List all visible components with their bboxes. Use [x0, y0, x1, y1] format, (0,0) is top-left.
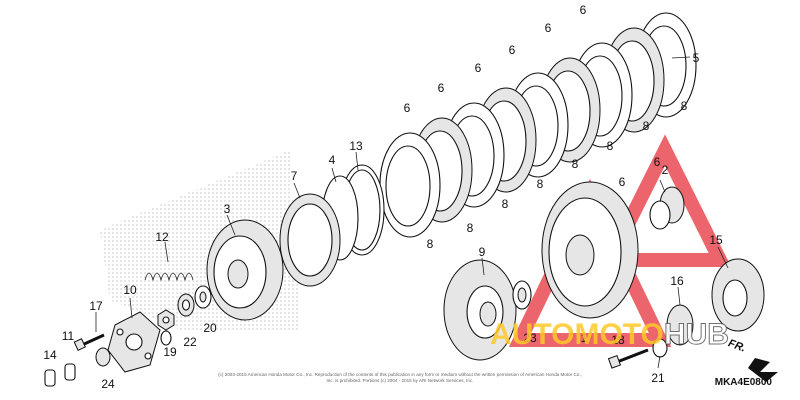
callout-8g: 8 [643, 119, 650, 133]
part-9-clutch-center [443, 259, 517, 361]
part-12-spring [144, 272, 194, 282]
callout-8b: 8 [467, 221, 474, 235]
part-23-washer-hole [517, 287, 527, 303]
clutch-disc-stack [379, 12, 697, 238]
part-19-washer [160, 330, 172, 346]
part-18-bolt [607, 348, 649, 369]
diagram-code: MKA4E0800 [714, 377, 772, 388]
callout-5: 5 [693, 51, 700, 65]
callout-13: 13 [349, 139, 363, 153]
callout-8h: 8 [681, 99, 688, 113]
callout-numbers: 1234566666666788888888910111213141516171… [43, 3, 723, 391]
callout-12: 12 [155, 230, 169, 244]
callout-11: 11 [62, 329, 75, 343]
callout-6h: 6 [654, 155, 661, 169]
callout-6e: 6 [545, 21, 552, 35]
part-11-pin [64, 363, 76, 381]
part-22-bearing-hole [181, 299, 191, 311]
callout-6f: 6 [580, 3, 587, 17]
callout-6a: 6 [404, 101, 411, 115]
part-2-collar [649, 186, 685, 230]
callout-8e: 8 [572, 157, 579, 171]
callout-6c: 6 [475, 61, 482, 75]
part-10-lifter-plate [107, 311, 161, 373]
callout-4: 4 [329, 153, 336, 167]
callout-16: 16 [670, 274, 684, 288]
callout-22: 22 [183, 335, 197, 349]
part-15-gear [711, 258, 765, 332]
clutch-plate-inner [385, 145, 431, 227]
front-arrow-icon [748, 358, 778, 382]
callout-8a: 8 [427, 237, 434, 251]
callout-6d: 6 [509, 43, 516, 57]
callout-6b: 6 [438, 81, 445, 95]
callout-3: 3 [224, 202, 231, 216]
callout-8c: 8 [502, 197, 509, 211]
callout-23: 23 [523, 331, 537, 345]
callout-18: 18 [611, 333, 625, 347]
callout-10: 10 [123, 283, 137, 297]
callout-21: 21 [651, 371, 665, 385]
callout-17: 17 [89, 299, 103, 313]
part-17-bolt [73, 333, 105, 351]
callout-15: 15 [709, 233, 723, 247]
part-18-nut-hole [162, 316, 170, 324]
callout-14: 14 [43, 348, 57, 362]
callout-24: 24 [101, 377, 115, 391]
callout-1: 1 [581, 331, 588, 345]
callout-6g: 6 [619, 175, 626, 189]
watermark-text: AUTOMOTOHUB [490, 318, 729, 352]
callout-19: 19 [163, 345, 177, 359]
callout-7: 7 [291, 169, 298, 183]
part-14-pin [44, 369, 56, 387]
part-7-plate [279, 193, 341, 287]
callout-8d: 8 [537, 177, 544, 191]
callout-2: 2 [662, 163, 669, 177]
copyright-notice: (c) 2003-2015 American Honda Motor Co., … [218, 372, 582, 383]
part-1-clutch-outer [541, 181, 639, 319]
part-3-pressure-plate [206, 219, 284, 321]
part-24-bush [95, 347, 111, 367]
callout-9: 9 [479, 245, 486, 259]
callout-8f: 8 [607, 139, 614, 153]
leader-lines [95, 56, 729, 369]
part-20-washer-hole [199, 291, 207, 303]
callout-20: 20 [203, 321, 217, 335]
